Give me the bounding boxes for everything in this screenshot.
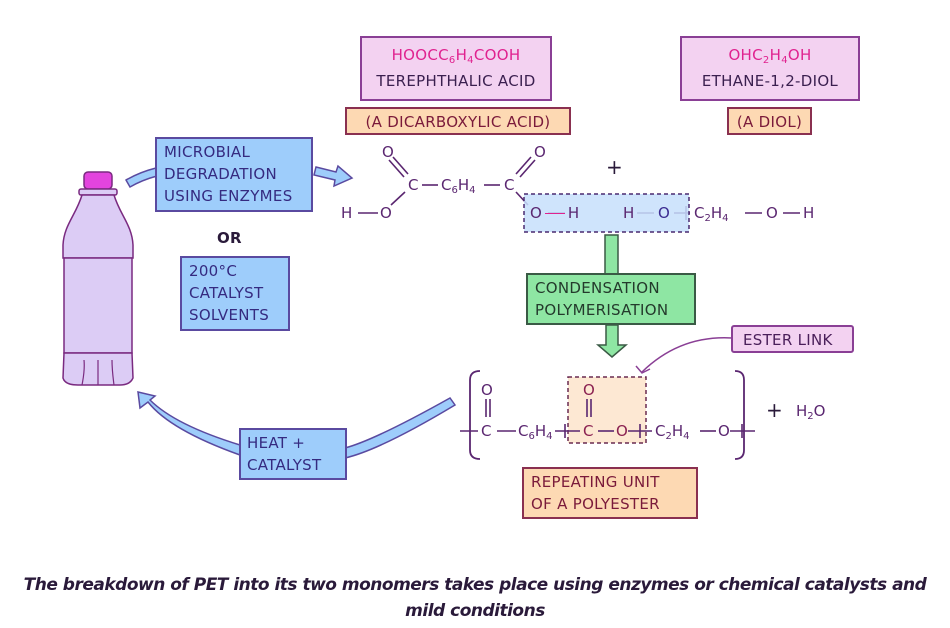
acid-c-left: C [408,176,419,194]
terephthalic-acid-box: HOOCC6H4COOH TEREPHTHALIC ACID [360,36,552,101]
polymer-c1: C [481,422,492,440]
enzymes-line-3: USING ENZYMES [164,187,293,205]
polymer-o2: O [583,381,595,399]
terephthalic-name: TEREPHTHALIC ACID [376,72,536,90]
ester-link-tag: ESTER LINK [731,325,854,353]
recycle-arrow [344,397,457,459]
polymer-bracket-right [734,370,745,460]
arrow-bottle-to-enzymes [124,167,158,189]
polymer-c2: C [583,422,594,440]
heat-line-2: CATALYST [247,456,322,474]
enzymes-line-1: MICROBIAL [164,143,251,161]
dicarboxylic-acid-text: (A DICARBOXYLIC ACID) [365,113,551,131]
condensation-polymerisation-box: CONDENSATION POLYMERISATION [526,273,696,325]
diol-o2: O [766,204,778,222]
ethane-diol-box: OHC2H4OH ETHANE-1,2-DIOL [680,36,860,101]
condensation-line-2: POLYMERISATION [535,301,669,319]
diol-o1: O [658,204,670,222]
chemical-line-1: 200°C [189,262,238,280]
removed-h: H [623,204,635,222]
dicarboxylic-acid-label: (A DICARBOXYLIC ACID) [345,107,571,135]
arrow-to-polymer [595,324,629,358]
acid-o-bottom: O [380,204,392,222]
product-plus: + [766,398,783,422]
ethane-diol-name: ETHANE-1,2-DIOL [701,72,839,90]
enzymes-line-2: DEGRADATION [164,165,278,183]
condensation-line-1: CONDENSATION [535,279,660,297]
acid-o-left: O [382,143,394,161]
diol-h-right: H [803,204,815,222]
diol-label: (A DIOL) [727,107,812,135]
terephthalic-formula: HOOCC6H4COOH [391,46,521,66]
pet-bottle-icon [62,171,134,386]
polymer-o4: O [718,422,730,440]
arrow-enzymes-to-acid [313,164,354,188]
diol-text: (A DIOL) [736,113,803,131]
or-label: OR [217,229,242,247]
ester-link-text: ESTER LINK [743,331,833,349]
polymer-c2h4: C2H4 [655,422,690,442]
repeating-unit-line-1: REPEATING UNIT [531,473,660,491]
polymer-c6h4: C6H4 [518,422,553,442]
microbial-degradation-box: MICROBIAL DEGRADATION USING ENZYMES [155,137,313,212]
repeating-unit-line-2: OF A POLYESTER [531,495,660,513]
acid-c6h4: C6H4 [441,176,476,196]
chemical-line-2: CATALYST [189,284,264,302]
caption-line-2: mild conditions [405,601,545,621]
polymer-o1: O [481,381,493,399]
water-formula: H2O [796,402,826,422]
ester-link-pointer [641,337,733,373]
repeating-unit-box: REPEATING UNIT OF A POLYESTER [522,467,698,519]
arrow-to-condensation [604,234,619,276]
heat-catalyst-box: HEAT + CATALYST [239,428,347,480]
acid-h-left: H [341,204,353,222]
polymer-bracket-left [469,370,481,460]
diol-c2h4: C2H4 [694,204,729,224]
chemical-line-3: SOLVENTS [189,306,270,324]
caption-line-1: The breakdown of PET into its two monome… [23,575,927,595]
ethane-diol-formula: OHC2H4OH [728,46,812,66]
ester-link-highlight [567,376,647,444]
polymer-bonds [460,399,755,438]
heat-line-1: HEAT + [247,434,306,452]
polymer-o3: O [616,422,628,440]
plus-sign: + [606,155,623,179]
acid-o-right: O [534,143,546,161]
acid-c-right: C [504,176,515,194]
chemical-conditions-box: 200°C CATALYST SOLVENTS [180,256,290,331]
